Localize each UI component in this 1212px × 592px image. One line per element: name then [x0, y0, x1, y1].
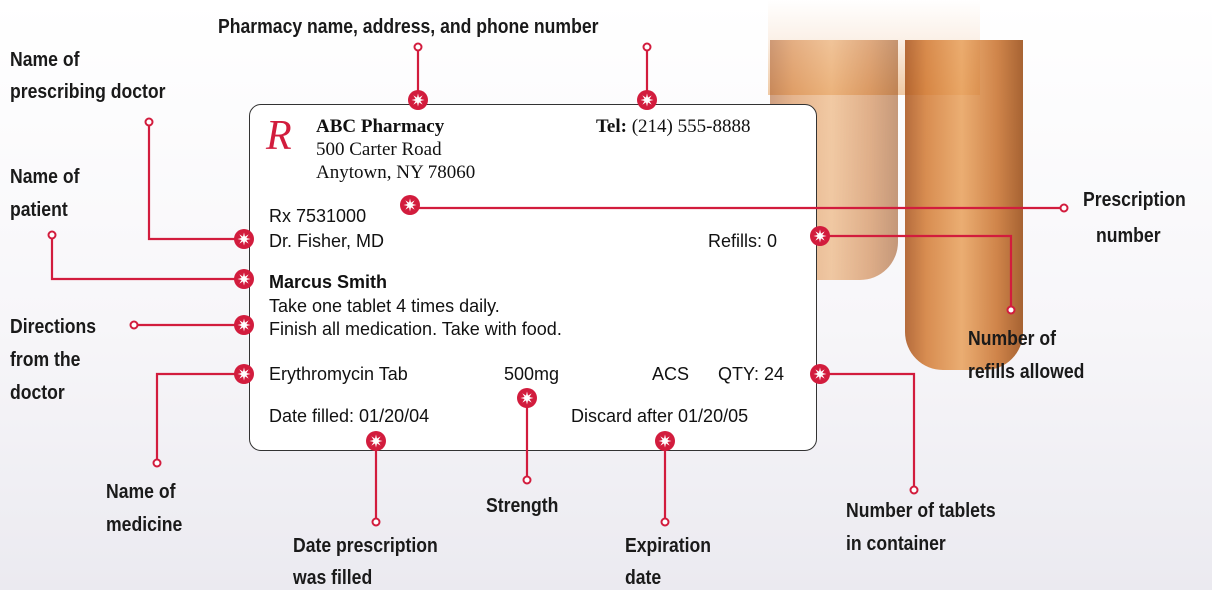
- patient-name: Marcus Smith: [269, 272, 388, 292]
- dot-directions: [129, 320, 139, 330]
- pill-bottle-right: [905, 40, 1023, 370]
- dot-medicine: [152, 458, 162, 468]
- date-filled: Date filled: 01/20/04: [269, 406, 430, 426]
- dot-pharmacy-phone: [642, 42, 652, 52]
- annotation-patient-name-line1: Name of: [10, 166, 80, 188]
- dot-refills: [1006, 305, 1016, 315]
- dot-pharmacy-name: [413, 42, 423, 52]
- starburst-icon: [366, 431, 386, 451]
- starburst-icon: [810, 226, 830, 246]
- refills-count: Refills: 0: [708, 231, 778, 251]
- annotation-strength: Strength: [486, 495, 559, 517]
- annotation-prescription-line1: Prescription: [1083, 189, 1186, 211]
- rx-number: Rx 7531000: [269, 206, 367, 226]
- directions-line1: Take one tablet 4 times daily.: [269, 296, 500, 316]
- starburst-icon: [234, 315, 254, 335]
- annotation-medicine-line2: medicine: [106, 514, 183, 536]
- starburst-icon: [234, 364, 254, 384]
- starburst-icon: [400, 195, 420, 215]
- pharmacy-address-line1: 500 Carter Road: [316, 139, 442, 160]
- annotation-date-filled-line2: was filled: [293, 567, 373, 589]
- annotation-pharmacy-info: Pharmacy name, address, and phone number: [218, 16, 599, 38]
- annotation-doctor-name-line2: prescribing doctor: [10, 81, 166, 103]
- pharmacy-address-line2: Anytown, NY 78060: [316, 162, 476, 183]
- annotation-refills-line2: refills allowed: [968, 361, 1085, 383]
- annotation-directions-line1: Directions: [10, 316, 97, 338]
- leader-patient: [50, 235, 244, 281]
- dot-expiration: [660, 517, 670, 527]
- annotation-directions-line3: doctor: [10, 382, 65, 404]
- starburst-icon: [655, 431, 675, 451]
- annotation-tablets-line1: Number of tablets: [846, 500, 996, 522]
- dot-date-filled: [371, 517, 381, 527]
- leader-medicine: [155, 372, 244, 463]
- leader-refills: [820, 234, 1013, 310]
- medicine-strength: 500mg: [504, 364, 560, 384]
- annotation-date-filled-line1: Date prescription: [293, 535, 438, 557]
- dot-tablets: [909, 485, 919, 495]
- annotation-expiration-line1: Expiration: [625, 535, 712, 557]
- leader-tablets: [820, 372, 916, 490]
- leader-doctor: [147, 122, 244, 241]
- acs-code: ACS: [652, 364, 690, 384]
- annotation-medicine-line1: Name of: [106, 481, 176, 503]
- discard-date: Discard after 01/20/05: [571, 406, 749, 426]
- doctor-name: Dr. Fisher, MD: [269, 231, 385, 251]
- annotation-doctor-name-line1: Name of: [10, 49, 80, 71]
- dot-doctor: [144, 117, 154, 127]
- annotation-expiration-line2: date: [625, 567, 662, 589]
- pharmacy-name: ABC Pharmacy: [316, 116, 445, 137]
- dot-strength: [522, 475, 532, 485]
- rx-symbol: R: [266, 113, 292, 159]
- starburst-icon: [234, 269, 254, 289]
- annotation-tablets-line2: in container: [846, 533, 946, 555]
- dot-patient: [47, 230, 57, 240]
- starburst-icon: [517, 388, 537, 408]
- starburst-icon: [810, 364, 830, 384]
- annotation-prescription-line2: number: [1096, 225, 1161, 247]
- annotation-refills-line1: Number of: [968, 328, 1056, 350]
- pharmacy-phone: Tel: (214) 555-8888: [596, 116, 751, 137]
- starburst-icon: [234, 229, 254, 249]
- annotation-directions-line2: from the: [10, 349, 81, 371]
- tablet-quantity: QTY: 24: [718, 364, 785, 384]
- starburst-icon: [637, 90, 657, 110]
- dot-prescription: [1059, 203, 1069, 213]
- annotation-patient-name-line2: patient: [10, 199, 68, 221]
- medicine-name: Erythromycin Tab: [269, 364, 408, 384]
- directions-line2: Finish all medication. Take with food.: [269, 319, 562, 339]
- starburst-icon: [408, 90, 428, 110]
